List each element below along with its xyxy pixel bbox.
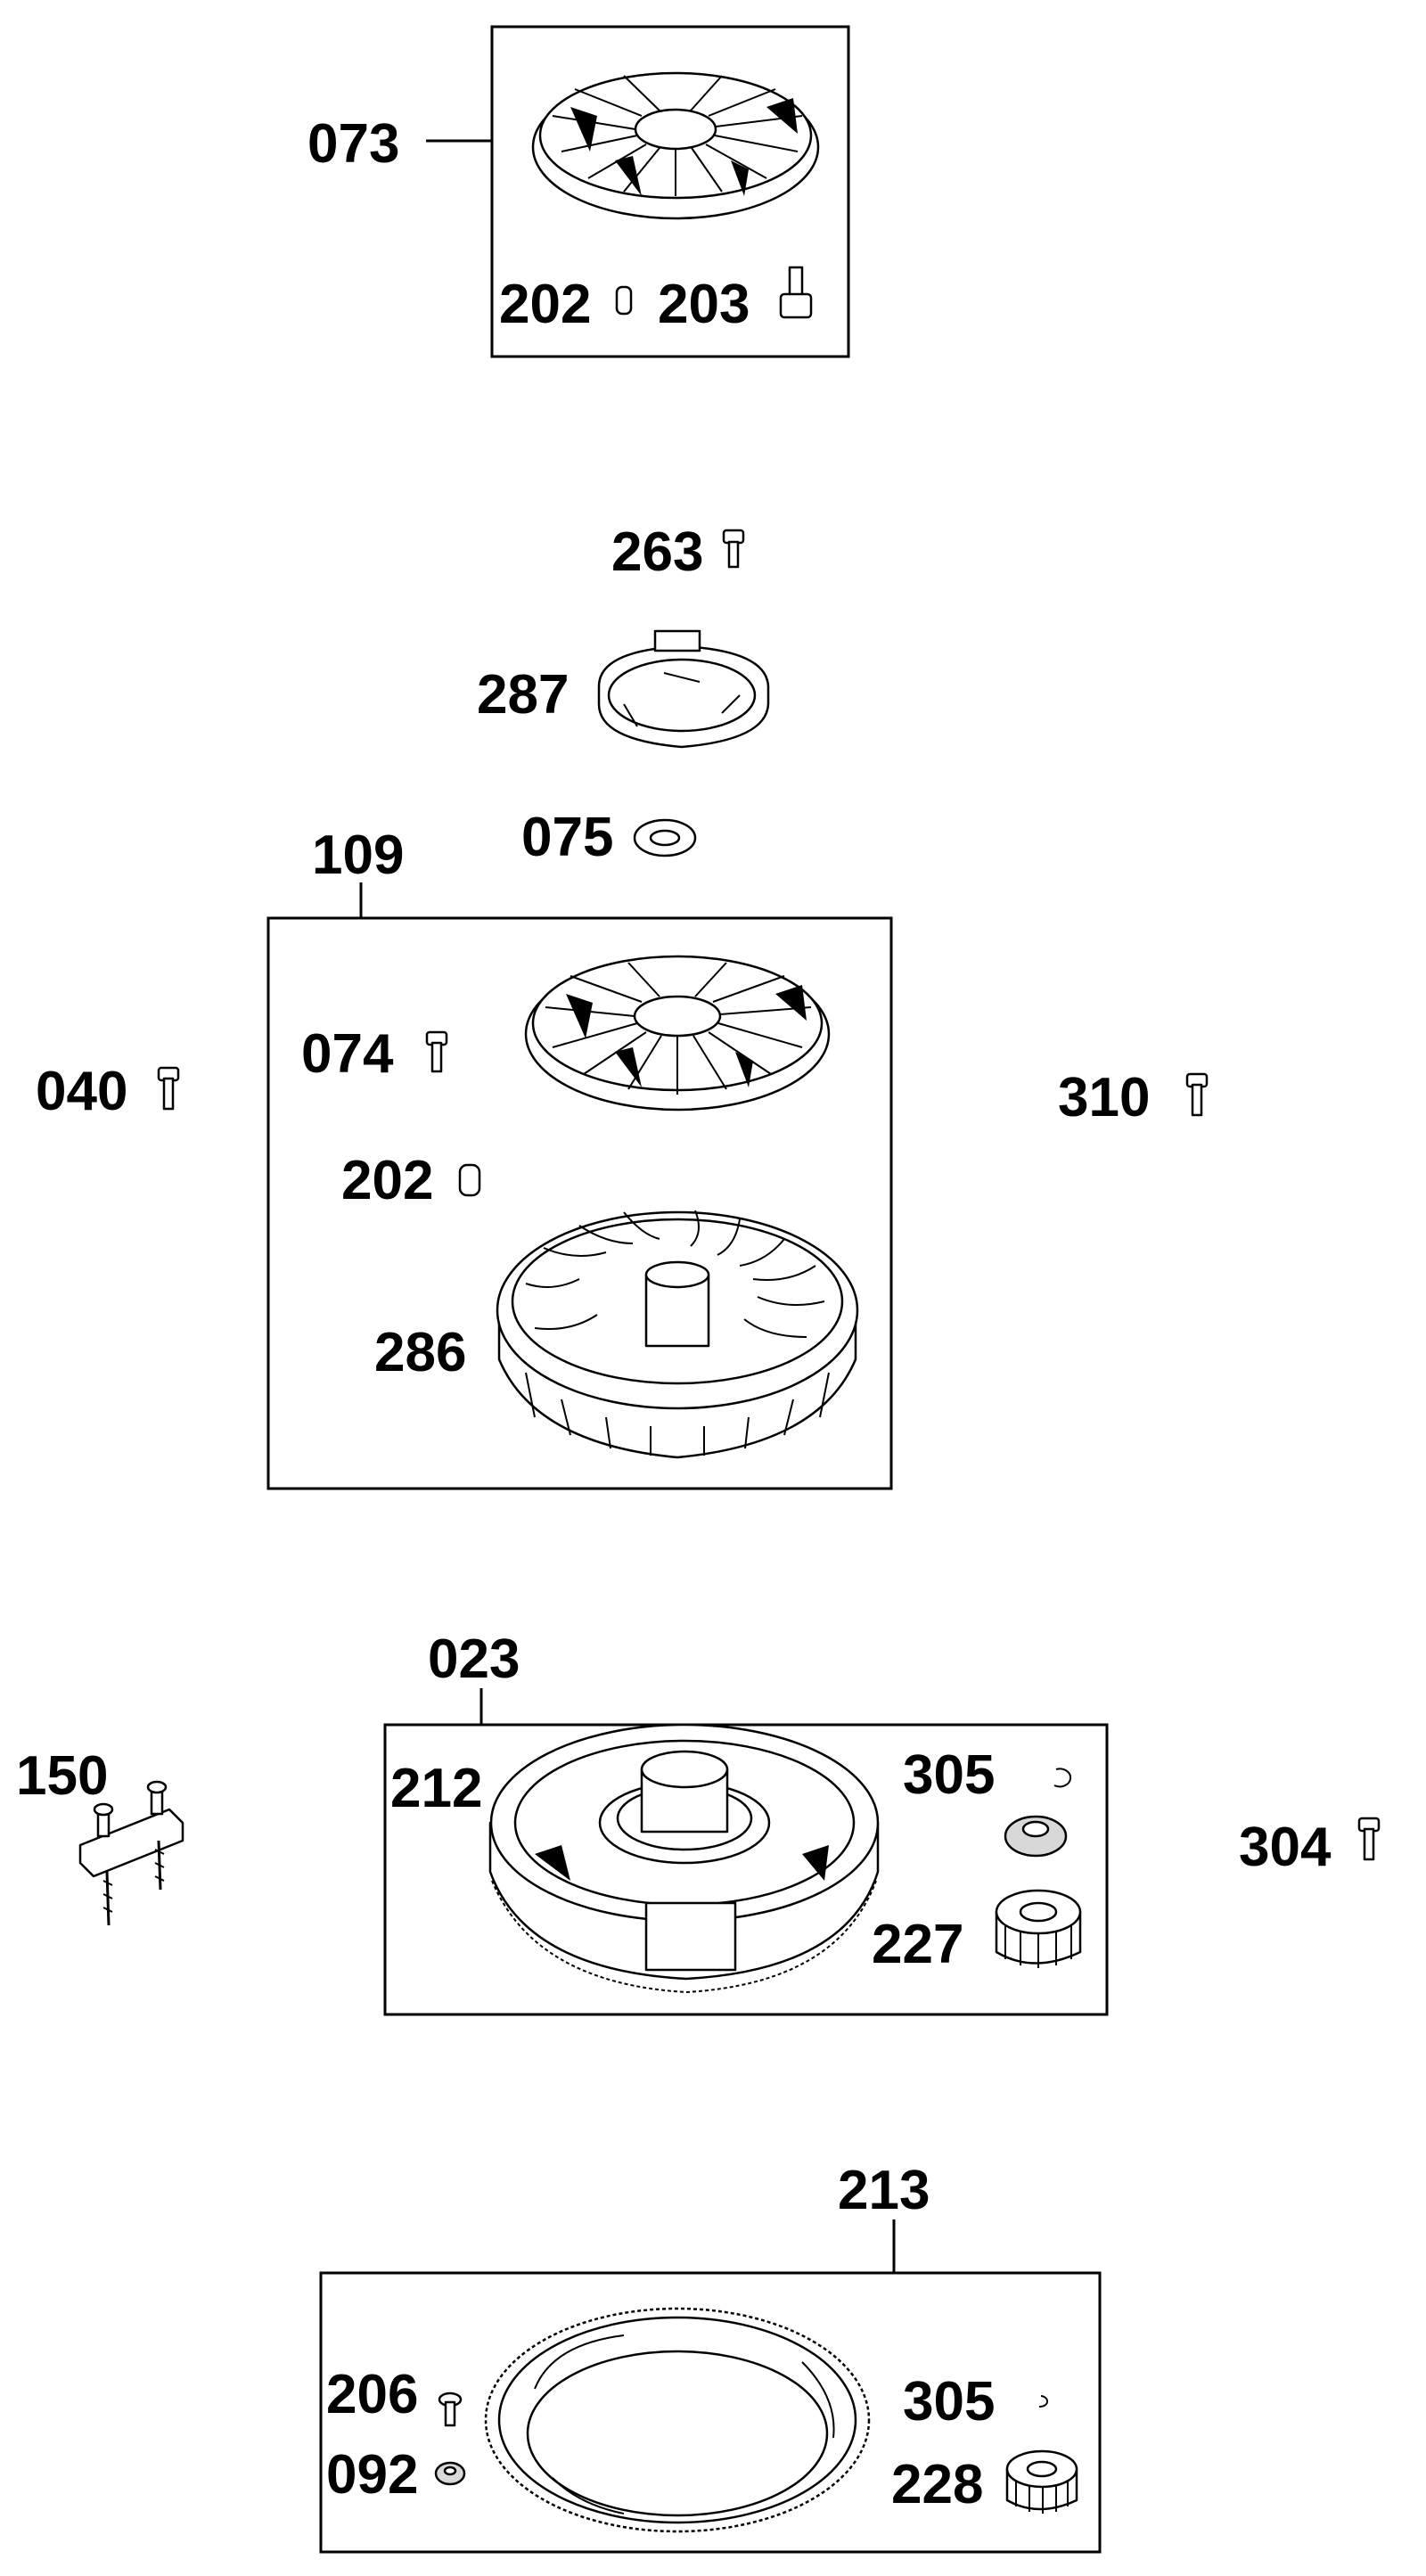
group-109: 109 074 202 286 <box>266 824 893 1490</box>
fan-286-part <box>496 1210 859 1459</box>
gear-228-part <box>1005 2449 1078 2514</box>
label-228: 228 <box>891 2454 983 2515</box>
pin-202-mid-part <box>458 1163 481 1197</box>
screw-074-part <box>425 1030 448 1073</box>
label-213: 213 <box>838 2160 930 2221</box>
gear-227-part <box>995 1889 1082 1968</box>
bracket-150-part <box>78 1780 184 1926</box>
pin-202-top-part <box>615 285 633 316</box>
label-305-bottom: 305 <box>903 2371 995 2432</box>
label-286: 286 <box>374 1322 466 1383</box>
screw-206-part <box>438 2391 463 2427</box>
bolt-263-part <box>722 529 745 569</box>
clip-305-mid-part <box>1053 1768 1072 1788</box>
label-304: 304 <box>1239 1817 1332 1878</box>
screw-040-part <box>157 1066 180 1111</box>
label-206: 206 <box>326 2364 418 2425</box>
label-212: 212 <box>390 1758 482 1819</box>
clip-305-bottom-part <box>1038 2395 1049 2408</box>
label-023: 023 <box>428 1628 520 1690</box>
label-040: 040 <box>36 1061 127 1122</box>
cup-287-part <box>597 629 770 749</box>
washer-grey-part <box>1004 1815 1068 1858</box>
blower-screen-part <box>531 71 820 220</box>
washer-075-part <box>633 818 697 857</box>
label-074: 074 <box>301 1023 394 1085</box>
group-073: 073 202 203 <box>307 25 850 358</box>
label-109: 109 <box>312 824 404 886</box>
label-310: 310 <box>1058 1067 1150 1128</box>
label-287: 287 <box>477 664 569 726</box>
label-075: 075 <box>521 807 613 868</box>
label-073: 073 <box>307 113 399 175</box>
label-092: 092 <box>326 2444 418 2506</box>
label-263: 263 <box>611 521 703 583</box>
flywheel-212-part <box>488 1723 880 1994</box>
label-203: 203 <box>658 274 750 335</box>
box-023 <box>383 1723 1109 2016</box>
group-023: 023 212 305 227 <box>383 1628 1109 2016</box>
screw-310-part <box>1185 1072 1209 1117</box>
nut-092-part <box>434 2461 466 2486</box>
group-213: 213 206 092 305 228 <box>319 2160 1102 2554</box>
box-109 <box>266 916 893 1490</box>
box-213 <box>319 2271 1102 2554</box>
screw-304-part <box>1357 1817 1381 1861</box>
ring-gear-213-part <box>484 2307 871 2533</box>
label-227: 227 <box>872 1914 963 1975</box>
box-073 <box>490 25 850 358</box>
label-150: 150 <box>16 1745 108 1807</box>
label-202-top: 202 <box>499 274 591 335</box>
blower-screen-109-part <box>524 955 831 1112</box>
label-202-mid: 202 <box>341 1150 433 1211</box>
screw-203-part <box>779 266 813 319</box>
label-305-mid: 305 <box>903 1744 995 1806</box>
